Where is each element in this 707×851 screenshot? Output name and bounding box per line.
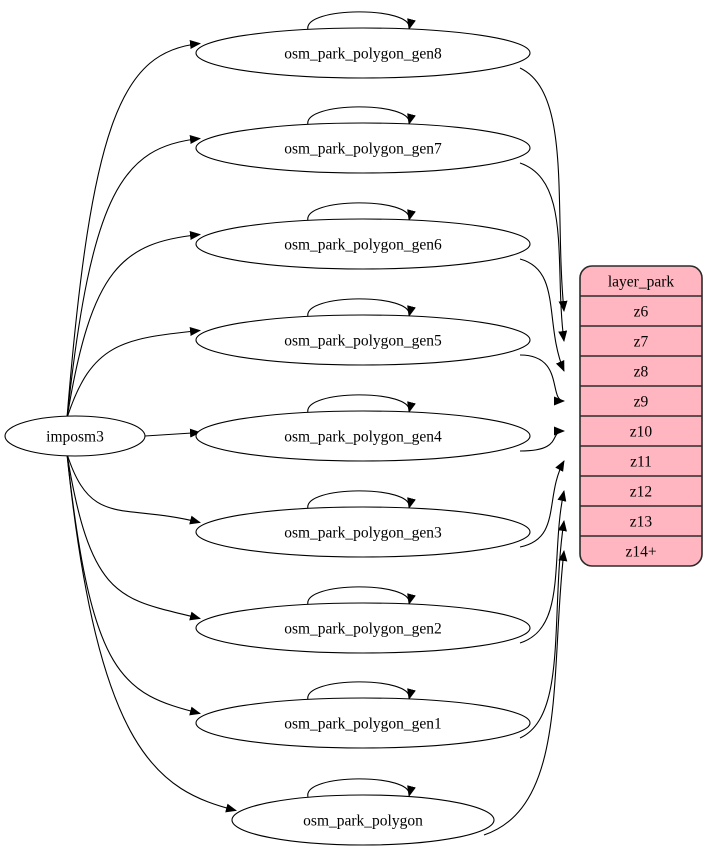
node-gen7-shape[interactable]	[195, 122, 531, 174]
node-imposm3-shape[interactable]	[4, 415, 146, 457]
node-gen7[interactable]: osm_park_polygon_gen7	[195, 122, 531, 174]
table-row-label-z14+: z14+	[625, 544, 656, 561]
table-row-z10[interactable]	[580, 416, 702, 446]
edge-gen7-to-z7	[519, 162, 568, 342]
table-row-z12[interactable]	[580, 476, 702, 506]
node-base-shape[interactable]	[231, 794, 495, 846]
table-header-cell	[580, 266, 702, 296]
node-gen4-label: osm_park_polygon_gen4	[284, 429, 442, 446]
node-gen6-label: osm_park_polygon_gen6	[284, 237, 442, 254]
edge-gen5-to-z9	[519, 354, 565, 406]
table-header-label: layer_park	[608, 274, 675, 291]
node-gen8[interactable]: osm_park_polygon_gen8	[195, 27, 531, 79]
self-loop-edge	[307, 778, 416, 798]
self-loop-edge	[307, 681, 416, 701]
self-loop-edge	[307, 11, 416, 31]
edge-gen8-to-z6	[519, 67, 568, 312]
edge-gen3-to-z11	[519, 460, 565, 548]
table-row-label-z9: z9	[634, 394, 649, 411]
edge-imposm3-to-gen2	[66, 453, 201, 621]
node-imposm3-label: imposm3	[46, 429, 104, 446]
edge-imposm3-to-gen1	[66, 453, 201, 716]
table-row-label-z7: z7	[634, 334, 649, 351]
node-imposm3[interactable]: imposm3	[4, 415, 146, 457]
node-gen8-label: osm_park_polygon_gen8	[284, 46, 442, 63]
self-loop-edge	[307, 202, 416, 222]
table-row-label-z10: z10	[630, 424, 653, 441]
node-gen5-label: osm_park_polygon_gen5	[284, 333, 442, 350]
node-gen5-shape[interactable]	[195, 314, 531, 366]
edge-imposm3-to-gen4	[144, 428, 201, 438]
node-gen3-label: osm_park_polygon_gen3	[284, 525, 442, 542]
edges-layer	[66, 11, 568, 836]
node-gen5[interactable]: osm_park_polygon_gen5	[195, 314, 531, 366]
node-gen2-shape[interactable]	[195, 602, 531, 654]
node-base-label: osm_park_polygon	[303, 813, 423, 830]
node-gen1-shape[interactable]	[195, 697, 531, 749]
table-layer-park: layer_park z6 z7 z8 z9 z10 z11 z12 z13 z14+	[580, 266, 702, 566]
edge-gen2-to-z12	[519, 490, 567, 644]
table-row-z6[interactable]	[580, 296, 702, 326]
table-row-z11[interactable]	[580, 446, 702, 476]
edge-gen6-to-z8	[519, 258, 565, 372]
table-row-label-z8: z8	[634, 364, 649, 381]
node-gen4[interactable]: osm_park_polygon_gen4	[195, 410, 531, 462]
node-gen1[interactable]: osm_park_polygon_gen1	[195, 697, 531, 749]
node-gen8-shape[interactable]	[195, 27, 531, 79]
node-gen3[interactable]: osm_park_polygon_gen3	[195, 506, 531, 558]
table-row-z13[interactable]	[580, 506, 702, 536]
node-gen4-shape[interactable]	[195, 410, 531, 462]
node-gen7-label: osm_park_polygon_gen7	[284, 141, 442, 158]
edge-imposm3-to-gen6	[66, 231, 201, 419]
self-loop-edge	[307, 298, 416, 318]
self-loop-edge	[307, 490, 416, 510]
edge-imposm3-to-gen5	[66, 327, 201, 419]
table-layer: layer_park z6 z7 z8 z9 z10 z11 z12 z13 z14+	[579, 265, 703, 567]
nodes-layer: osm_park_polygon_gen8 osm_park_polygon_ge…	[4, 27, 531, 846]
table-row-label-z11: z11	[630, 454, 652, 471]
node-base[interactable]: osm_park_polygon	[231, 794, 495, 846]
table-row-z7[interactable]	[580, 326, 702, 356]
node-gen2[interactable]: osm_park_polygon_gen2	[195, 602, 531, 654]
table-row-label-z13: z13	[630, 514, 653, 531]
table-row-z9[interactable]	[580, 386, 702, 416]
node-gen2-label: osm_park_polygon_gen2	[284, 621, 442, 638]
self-loop-edge	[307, 586, 416, 606]
self-loop-edge	[307, 106, 416, 126]
table-row-label-z12: z12	[630, 484, 652, 501]
node-gen3-shape[interactable]	[195, 506, 531, 558]
table-outline	[579, 265, 703, 567]
edge-gen4-to-z10	[519, 426, 565, 452]
node-gen1-label: osm_park_polygon_gen1	[284, 716, 442, 733]
table-row-label-z6: z6	[634, 304, 649, 321]
edge-imposm3-to-base	[66, 453, 237, 813]
edge-imposm3-to-gen3	[66, 453, 201, 525]
table-row-z8[interactable]	[580, 356, 702, 386]
table-row-z14+[interactable]	[580, 536, 702, 566]
edge-imposm3-to-gen8	[66, 40, 201, 419]
self-loop-edge	[307, 394, 416, 414]
node-gen6-shape[interactable]	[195, 218, 531, 270]
edge-base-to-z14+	[483, 550, 568, 836]
node-gen6[interactable]: osm_park_polygon_gen6	[195, 218, 531, 270]
edge-imposm3-to-gen7	[66, 135, 201, 419]
